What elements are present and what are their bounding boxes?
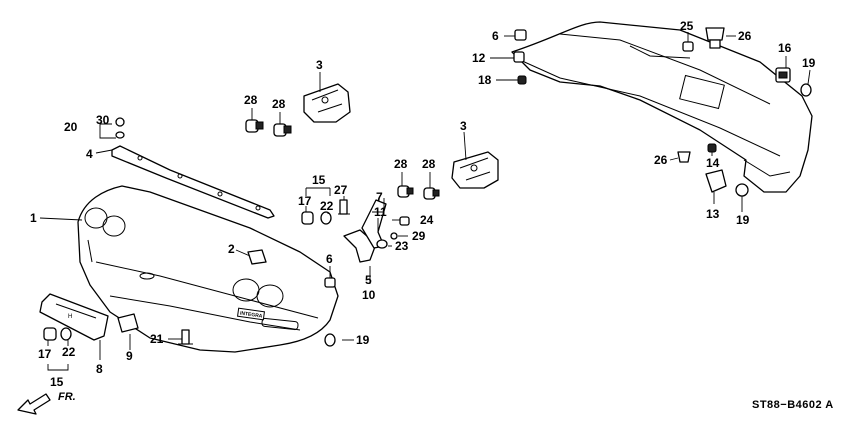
tow-hook-cover	[117, 313, 139, 333]
label-part-25: 25	[680, 19, 694, 33]
label-part-17-upper: 17	[298, 194, 312, 208]
label-part-6-front: 6	[326, 252, 333, 266]
label-part-26-top: 26	[738, 29, 752, 43]
label-part-22-upper: 22	[320, 199, 334, 213]
fastener-17-22-upper	[301, 211, 332, 225]
rear-bracket-13	[705, 169, 727, 193]
label-part-7: 7	[376, 190, 383, 204]
bracket-part-2	[247, 249, 267, 265]
fastener-clip-28c	[397, 185, 414, 198]
front-bumper: INTEGRA	[77, 185, 339, 353]
label-part-30: 30	[96, 113, 110, 127]
fastener-25	[682, 41, 694, 52]
fastener-14	[707, 143, 717, 153]
fastener-29	[390, 232, 398, 240]
label-part-2: 2	[228, 242, 235, 256]
label-part-28-b: 28	[272, 97, 286, 111]
label-part-5: 5	[365, 273, 372, 287]
label-part-29: 29	[412, 229, 426, 243]
label-part-11: 11	[374, 205, 387, 219]
front-upper-reinforcement	[111, 145, 275, 219]
license-plate-bracket: H	[39, 293, 109, 341]
fastener-clip-28a	[245, 119, 264, 133]
front-bumper-badge-text: INTEGRA	[240, 310, 264, 319]
fastener-23	[376, 239, 388, 249]
label-part-1: 1	[30, 211, 37, 225]
label-part-6-rear: 6	[492, 29, 499, 43]
label-part-8: 8	[96, 362, 103, 376]
fastener-6-front	[324, 277, 336, 288]
front-direction-label: FR.	[58, 391, 76, 403]
label-part-10: 10	[362, 288, 376, 302]
fastener-17-22-lower	[43, 327, 72, 341]
fastener-27	[338, 199, 350, 215]
fastener-19-front	[324, 333, 336, 347]
label-part-13: 13	[706, 207, 720, 221]
fastener-26-rear-mid	[677, 151, 691, 163]
label-part-18: 18	[478, 73, 492, 87]
label-part-9: 9	[126, 349, 133, 363]
fastener-24	[399, 216, 410, 226]
license-bracket-text: H	[68, 314, 72, 320]
label-part-3-right: 3	[460, 119, 467, 133]
label-part-26-mid: 26	[654, 153, 668, 167]
part-labels: 1 4 2 3 3 20 30 28 28 28 28 15 27 17 22 …	[30, 19, 816, 389]
label-part-12: 12	[472, 51, 486, 65]
label-part-19-front: 19	[356, 333, 370, 347]
label-part-17-lower: 17	[38, 347, 52, 361]
label-part-28-d: 28	[422, 157, 436, 171]
label-part-22-lower: 22	[62, 345, 76, 359]
front-direction-marker: FR.	[17, 391, 76, 415]
label-part-4: 4	[86, 147, 93, 161]
rear-bracket-16	[775, 67, 791, 83]
label-part-3-left: 3	[316, 58, 323, 72]
label-part-27: 27	[334, 183, 348, 197]
front-bumper-bracket-right	[451, 151, 499, 189]
fastener-clip-28b	[273, 123, 292, 137]
leader-lines	[39, 32, 811, 371]
label-part-24: 24	[420, 213, 434, 227]
label-part-28-c: 28	[394, 157, 408, 171]
label-part-23: 23	[395, 239, 409, 253]
drawing-code: ST88−B4602 A	[752, 399, 834, 411]
label-part-21: 21	[150, 332, 164, 346]
fastener-19-rear-top	[800, 83, 812, 97]
fastener-19-rear-lower	[735, 183, 749, 197]
fastener-30	[115, 117, 125, 139]
label-part-16: 16	[778, 41, 792, 55]
label-part-15-lower: 15	[50, 375, 64, 389]
label-part-20: 20	[64, 120, 78, 134]
label-part-19-rear-lower: 19	[736, 213, 750, 227]
label-part-15-upper: 15	[312, 173, 326, 187]
fastener-26-rear-top	[705, 27, 725, 49]
fastener-21	[178, 329, 193, 345]
fastener-12	[513, 51, 525, 63]
label-part-19-rear-top: 19	[802, 56, 816, 70]
fastener-18	[517, 75, 527, 85]
label-part-28-a: 28	[244, 93, 258, 107]
fastener-6-rear	[514, 29, 527, 41]
rear-bumper	[511, 21, 813, 193]
front-bumper-bracket-left	[303, 83, 351, 123]
fastener-clip-28d	[423, 187, 440, 200]
label-part-14: 14	[706, 156, 720, 170]
